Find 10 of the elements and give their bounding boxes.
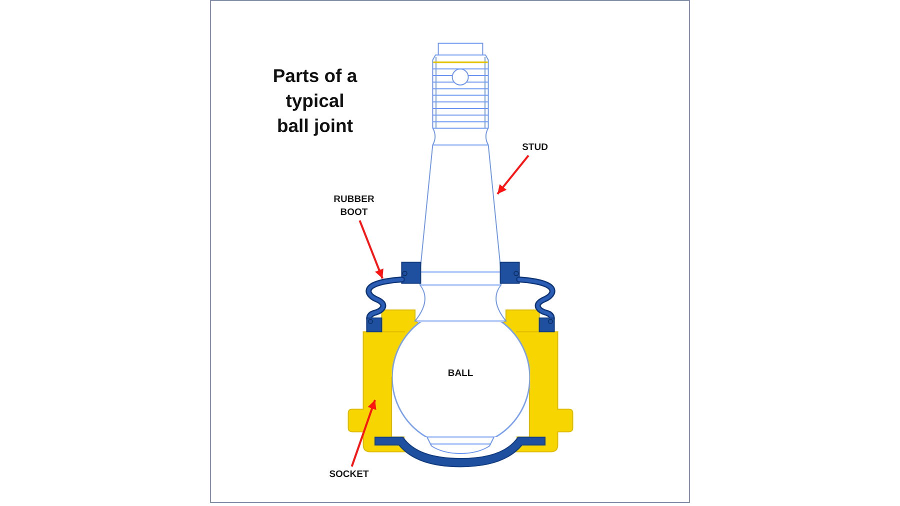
- leader-arrow: [496, 154, 530, 195]
- diagram-title: Parts of a typical ball joint: [272, 64, 358, 138]
- leader-arrow: [350, 400, 376, 467]
- part-label: BALL: [448, 368, 474, 380]
- stud: [414, 42, 506, 322]
- part-label: STUD: [518, 141, 552, 154]
- rubber-boot: [366, 262, 556, 332]
- part-label: RUBBER BOOT: [329, 193, 379, 219]
- part-label: SOCKET: [324, 468, 374, 481]
- leader-arrow: [358, 220, 384, 279]
